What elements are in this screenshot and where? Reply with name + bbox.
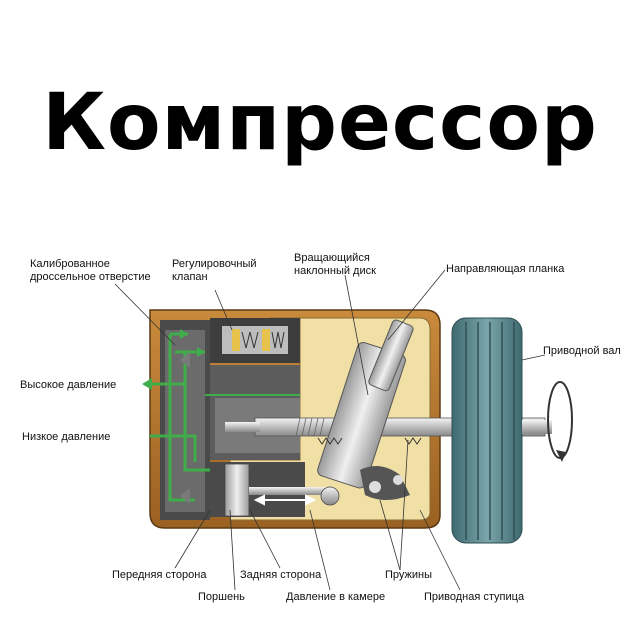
label-rear-side: Задняя сторона xyxy=(240,569,322,581)
label-throttle-1: Калиброванное xyxy=(30,258,110,270)
label-swash-2: наклонный диск xyxy=(294,265,376,277)
label-reg-valve-1: Регулировочный xyxy=(172,258,257,270)
drive-hub-link xyxy=(360,466,410,500)
label-springs: Пружины xyxy=(385,569,432,581)
label-drive-shaft: Приводной вал xyxy=(543,345,621,357)
label-throttle-2: дроссельное отверстие xyxy=(30,271,151,283)
label-reg-valve-2: клапан xyxy=(172,271,208,283)
page-title: Компрессор xyxy=(42,78,598,168)
label-chamber-pressure: Давление в камере xyxy=(286,591,385,603)
piston-ball xyxy=(320,486,340,506)
label-drive-hub: Приводная ступица xyxy=(424,591,525,603)
piston xyxy=(224,463,250,517)
label-high-pressure: Высокое давление xyxy=(20,379,116,391)
label-guide-bar: Направляющая планка xyxy=(446,263,565,275)
label-front-side: Передняя сторона xyxy=(112,569,207,581)
pulley xyxy=(451,317,523,544)
label-swash-1: Вращающийся xyxy=(294,252,370,264)
label-piston: Поршень xyxy=(198,591,245,603)
guide-bar xyxy=(368,319,414,392)
label-low-pressure: Низкое давление xyxy=(22,431,110,443)
